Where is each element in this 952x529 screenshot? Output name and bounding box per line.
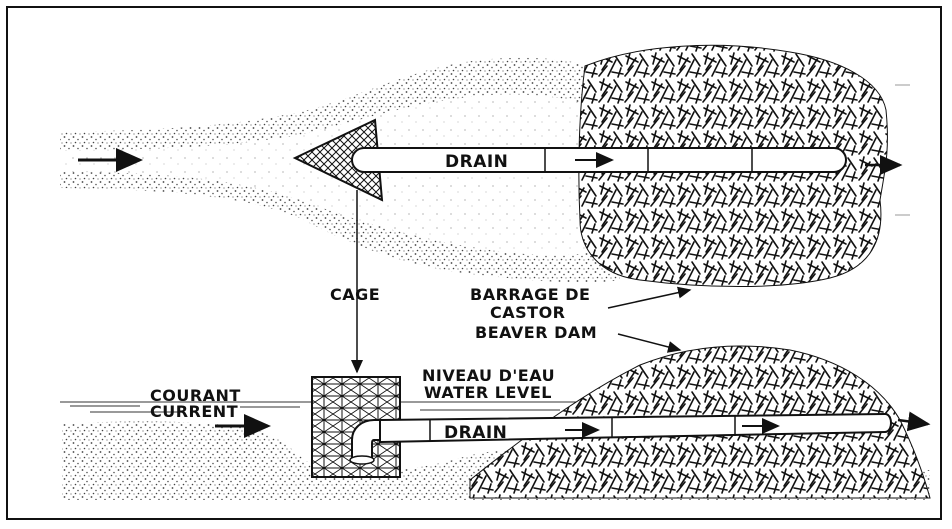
current-label: CURRENT: [150, 402, 238, 421]
barrage-label-line1: BARRAGE DE: [470, 285, 590, 304]
cage-label: CAGE: [330, 285, 380, 304]
water-level-label: WATER LEVEL: [424, 383, 552, 402]
drain-label-top: DRAIN: [445, 152, 508, 172]
barrage-label-group: BARRAGE DE CASTOR: [470, 285, 690, 322]
barrage-label-line2: CASTOR: [490, 303, 565, 322]
plan-view: DRAIN: [60, 45, 910, 286]
drain-label-bottom: DRAIN: [444, 423, 507, 443]
beaver-dam-label-group: BEAVER DAM: [475, 323, 680, 350]
beaver-dam-label: BEAVER DAM: [475, 323, 597, 342]
